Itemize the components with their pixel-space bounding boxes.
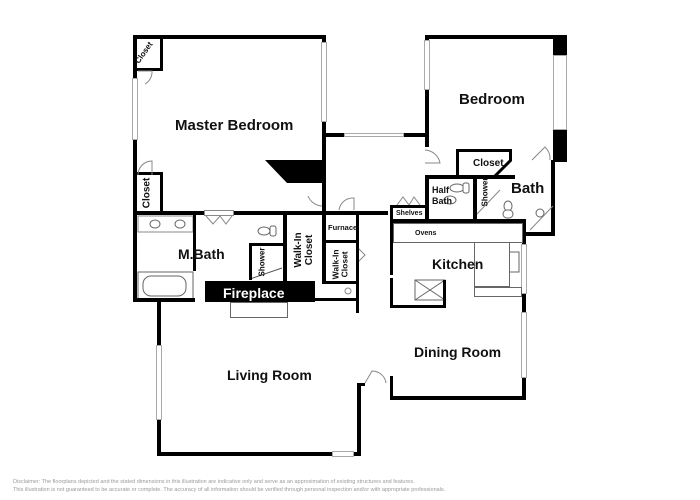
wall [425,35,429,147]
wall [133,172,163,175]
sliding-door [344,133,404,137]
wall [404,133,429,137]
wall [456,149,512,152]
wall [322,213,326,281]
shower-bath-label: Shower [480,177,490,207]
window [521,312,527,378]
wall [133,211,388,215]
window [553,55,567,130]
wall [390,396,526,400]
ovens-label: Ovens [415,230,437,237]
door [204,210,234,216]
wall [160,172,163,214]
wall [390,278,393,308]
living-room-label: Living Room [227,367,312,383]
window [156,345,162,420]
wall [509,149,512,161]
wall [390,376,393,398]
wall [553,35,567,55]
shower-mbath-label: Shower [257,247,267,277]
wall [322,281,358,284]
wall [443,280,446,308]
fireplace-label: Fireplace [223,285,285,301]
wall [249,243,285,246]
window [424,40,430,90]
shelves-label: Shelves [396,210,423,217]
half-bath-label-1: Half Bath [432,185,452,207]
wall [315,298,359,301]
wall [390,305,446,308]
wall [322,133,344,137]
wall [357,383,361,456]
wall [249,244,252,280]
wall [390,205,393,275]
wall [193,215,196,271]
counter-top [393,223,523,243]
walk-in-closet-1-label: Walk-In Closet [293,232,315,268]
wall [425,175,515,179]
window [321,42,327,122]
wall [390,219,525,223]
disclaimer-line-2: This illustration is not guaranteed to b… [13,487,446,493]
window [132,78,138,140]
wall [425,35,567,39]
wall [390,205,425,208]
door [332,451,354,457]
disclaimer-line-1: Disclaimer: The floorplans depicted and … [13,479,415,485]
wall [456,149,459,177]
fireplace-block [205,281,315,302]
wall [160,35,163,70]
m-bath-label: M.Bath [178,246,225,262]
wall [133,68,163,71]
dining-room-label: Dining Room [414,344,502,360]
bedroom-closet-label: Closet [473,158,504,169]
wall [283,213,287,281]
kitchen-label: Kitchen [432,256,484,272]
wall [133,35,326,39]
wall [357,383,365,386]
wall [425,175,429,220]
master-bedroom-label: Master Bedroom [175,117,294,134]
bedroom-label: Bedroom [459,91,525,108]
wall [133,298,195,302]
wall [356,213,359,313]
walk-in-closet-2-label: Walk-In Closet [330,249,350,280]
wall [322,35,326,215]
wall [473,175,477,220]
hearth [230,302,288,318]
island [474,243,510,287]
wall [322,240,358,243]
wall [157,452,360,456]
counter-bottom [474,287,522,297]
bath-label: Bath [511,180,545,197]
wall [133,35,137,300]
window [521,244,527,294]
wall [553,130,567,162]
furnace-label: Furnace [328,223,358,232]
